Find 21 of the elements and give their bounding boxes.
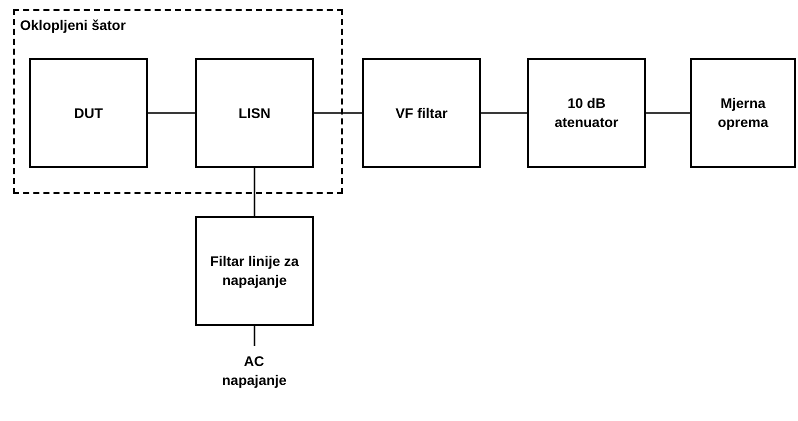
block-box xyxy=(29,58,148,168)
dashed-enclosure xyxy=(13,9,343,194)
block-label: Mjerna oprema xyxy=(716,94,770,132)
connector-line xyxy=(314,112,362,114)
connector-line xyxy=(254,168,256,216)
block-label: Filtar linije za napajanje xyxy=(209,252,300,290)
connector-line xyxy=(254,326,256,346)
block-label: VF filtar xyxy=(395,104,448,122)
block-box xyxy=(527,58,646,168)
block-box xyxy=(690,58,796,168)
block-label: LISN xyxy=(238,104,270,122)
block-label: 10 dB atenuator xyxy=(554,94,620,132)
block-box xyxy=(195,58,314,168)
block-box xyxy=(195,216,314,326)
block-box xyxy=(362,58,481,168)
group-title: Oklopljeni šator xyxy=(20,16,126,35)
block-label: DUT xyxy=(74,104,103,122)
connector-line xyxy=(481,112,527,114)
connector-line xyxy=(646,112,690,114)
block-label: AC napajanje xyxy=(222,352,286,390)
connector-line xyxy=(148,112,195,114)
